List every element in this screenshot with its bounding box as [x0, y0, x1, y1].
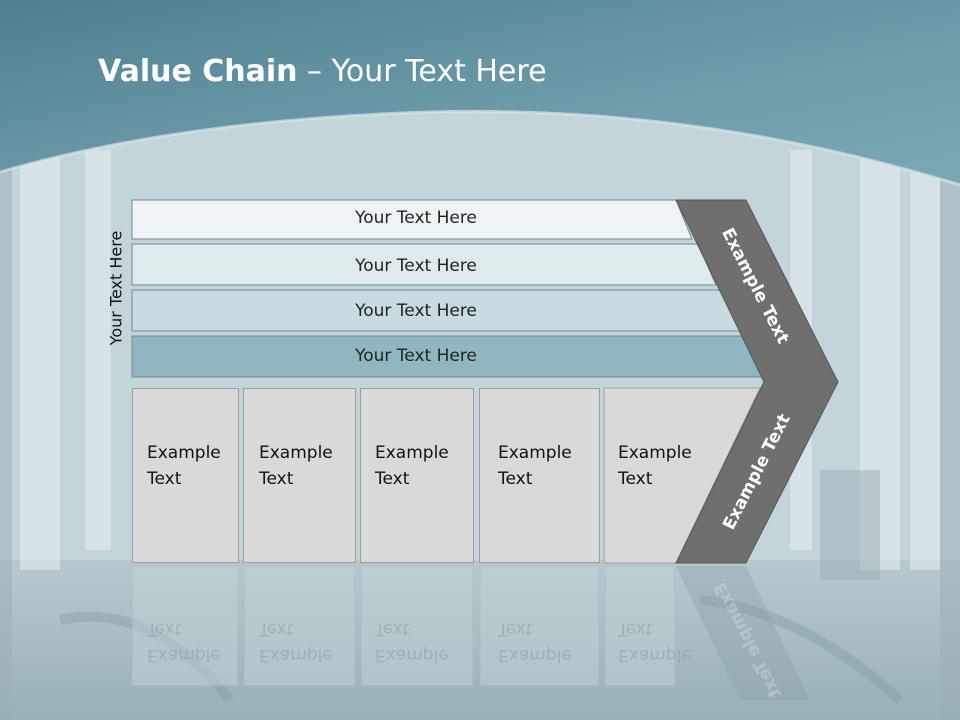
card-2	[243, 388, 356, 563]
card-5-reflection	[604, 565, 676, 687]
card-4	[479, 388, 600, 563]
row-bar-1	[131, 199, 693, 240]
title-bold: Value Chain	[98, 54, 298, 89]
row-label-2: Your Text Here	[355, 256, 477, 276]
card-2-reflection	[243, 565, 356, 687]
page-title: Value Chain – Your Text Here	[98, 54, 547, 89]
card-4-reflection	[479, 565, 600, 687]
chevron-shape	[675, 199, 839, 564]
card-1-reflection	[131, 565, 239, 687]
title-rest: – Your Text Here	[297, 54, 547, 89]
chevron-reflection	[676, 566, 810, 700]
card-3-reflection	[360, 565, 474, 687]
card-1	[132, 388, 239, 563]
row-bar-2	[131, 243, 717, 286]
row-label-4: Your Text Here	[355, 346, 477, 366]
card-3	[360, 388, 474, 563]
header-band	[0, 0, 960, 187]
row-label-3: Your Text Here	[355, 301, 477, 321]
row-label-1: Your Text Here	[355, 208, 477, 228]
